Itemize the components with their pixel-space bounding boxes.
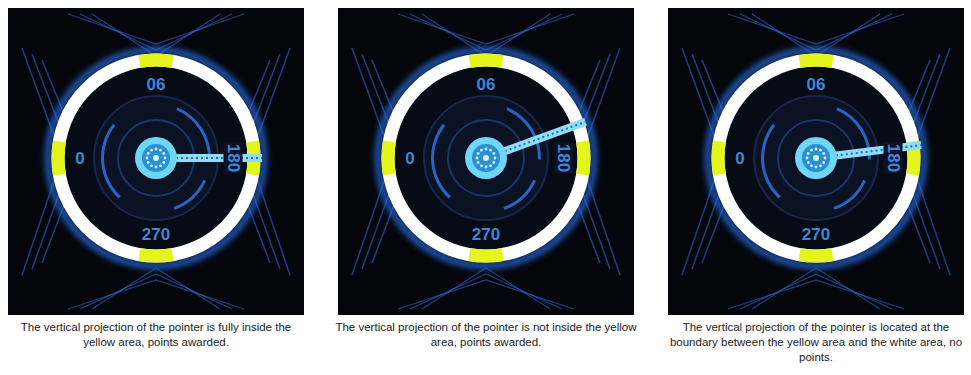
hub-dot (150, 164, 153, 167)
hub-dot (164, 157, 167, 160)
hub-dot (147, 152, 150, 155)
hub-dot (807, 152, 810, 155)
hub-dot (485, 166, 488, 169)
hub-dot (155, 148, 158, 151)
dial-number: 06 (805, 75, 828, 94)
hub-dot (155, 166, 158, 169)
hub-dot (483, 155, 489, 161)
hub-dot (480, 164, 483, 167)
hub-dot (819, 164, 822, 167)
panel-caption: The vertical projection of the pointer i… (664, 320, 968, 365)
inner-ring (754, 96, 878, 220)
hub-dot (810, 164, 813, 167)
hub-dot (153, 155, 159, 161)
ring-glow (378, 50, 594, 266)
dial-number: 0 (403, 149, 416, 168)
hub-core (472, 144, 500, 172)
white-ring (388, 60, 584, 256)
hub-dot (162, 152, 165, 155)
dial-number: 180 (224, 142, 243, 174)
hub-dot (489, 164, 492, 167)
dial-panel (338, 8, 634, 315)
dial-number: 06 (475, 75, 498, 94)
inner-ring (424, 96, 548, 220)
dial-number: 0 (733, 149, 746, 168)
yellow-zone (468, 248, 503, 262)
hub-dot (489, 149, 492, 152)
hub-dot (485, 148, 488, 151)
pointer-hub (795, 137, 837, 179)
hub-core (802, 144, 830, 172)
hub-dot (146, 157, 149, 160)
hub-dot (494, 157, 497, 160)
yellow-zone (468, 53, 503, 67)
hub-dot (477, 161, 480, 164)
dial-number: 180 (554, 142, 573, 174)
yellow-zone (798, 53, 833, 67)
dial-face (724, 66, 908, 250)
white-ring (718, 60, 914, 256)
white-ring (58, 60, 254, 256)
dial-face (394, 66, 578, 250)
inner-ring (448, 120, 524, 196)
hub-dot (813, 155, 819, 161)
hub-dot (162, 161, 165, 164)
ring-glow (708, 50, 924, 266)
hub-dot (824, 157, 827, 160)
hub-dot (147, 161, 150, 164)
panel-ground (338, 8, 634, 315)
yellow-zone (576, 140, 590, 175)
yellow-zone (711, 140, 725, 175)
inner-arc (503, 180, 536, 210)
yellow-zone (138, 248, 173, 262)
inner-arc (833, 180, 866, 210)
hub-dot (480, 149, 483, 152)
hub-dot (822, 161, 825, 164)
pointer-hub (465, 137, 507, 179)
dial-number: 180 (884, 142, 903, 174)
panel-ground (8, 8, 304, 315)
yellow-zone (138, 53, 173, 67)
pointer-hub (135, 137, 177, 179)
panel-caption: The vertical projection of the pointer i… (334, 320, 638, 350)
dial-panel (668, 8, 964, 315)
inner-arc (173, 180, 206, 210)
hub-dot (807, 161, 810, 164)
dial-number: 270 (140, 225, 172, 244)
hub-core (142, 144, 170, 172)
hub-dot (159, 149, 162, 152)
hub-dot (819, 149, 822, 152)
chevron-glow (682, 14, 950, 309)
hub-dot (150, 149, 153, 152)
hub-dot (815, 166, 818, 169)
yellow-zone (51, 140, 65, 175)
yellow-zone (381, 140, 395, 175)
hub-dot (492, 161, 495, 164)
hub-dot (492, 152, 495, 155)
hub-dot (159, 164, 162, 167)
hub-dot (476, 157, 479, 160)
ring-glow (48, 50, 264, 266)
hub-dot (477, 152, 480, 155)
hub-dot (815, 148, 818, 151)
hub-dot (810, 149, 813, 152)
dial-panel (8, 8, 304, 315)
yellow-zone (798, 248, 833, 262)
dial-number: 06 (145, 75, 168, 94)
dial-number: 270 (470, 225, 502, 244)
panel-caption: The vertical projection of the pointer i… (4, 320, 308, 350)
panel-ground (668, 8, 964, 315)
hub-dot (806, 157, 809, 160)
chevron-glow (22, 14, 290, 309)
chevron-glow (352, 14, 620, 309)
dial-number: 270 (800, 225, 832, 244)
dial-number: 0 (73, 149, 86, 168)
hub-dot (822, 152, 825, 155)
